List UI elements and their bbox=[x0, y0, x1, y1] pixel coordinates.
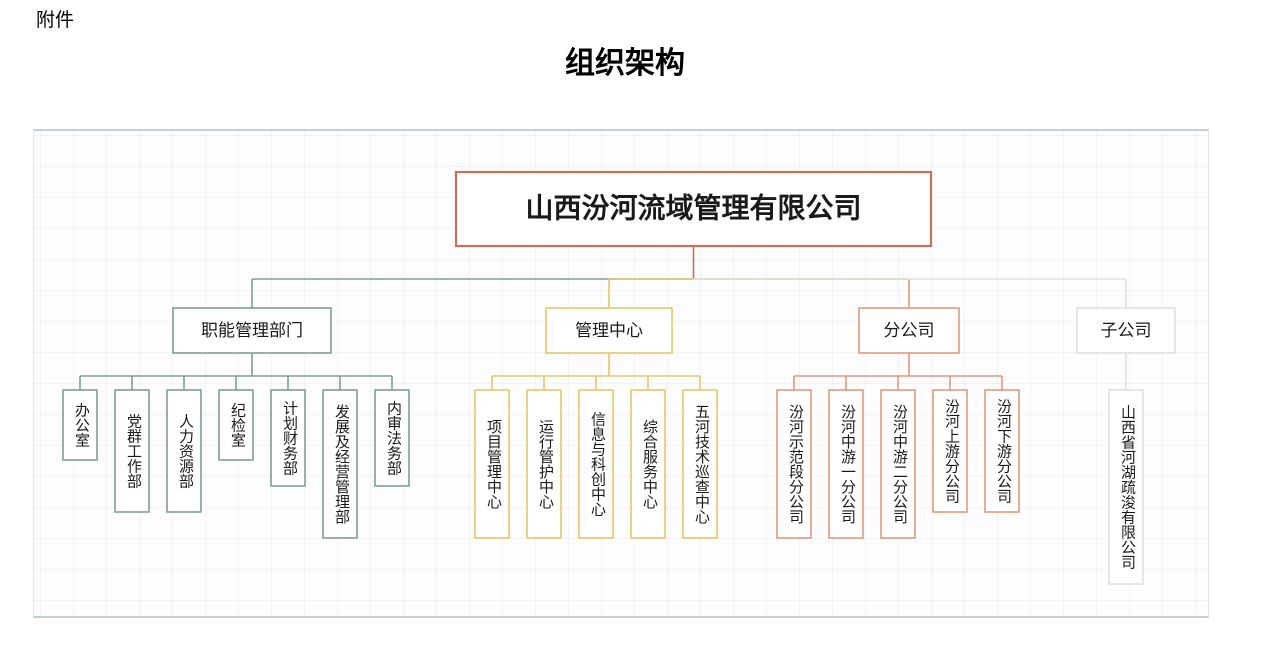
node-party-work-label: 党群工作部 bbox=[125, 414, 142, 489]
node-root[interactable] bbox=[454, 170, 933, 248]
node-downstream-label: 汾河下游分公司 bbox=[995, 399, 1012, 504]
node-management-center-label: 管理中心 bbox=[575, 321, 643, 340]
attachment-label: 附件 bbox=[36, 10, 75, 31]
node-hr-label: 人力资源部 bbox=[177, 414, 194, 489]
node-finance-label: 计划财务部 bbox=[281, 401, 298, 476]
node-root-label: 山西汾河流域管理有限公司 bbox=[525, 191, 861, 223]
node-dredging[interactable] bbox=[1108, 389, 1144, 585]
node-five-river[interactable] bbox=[682, 389, 718, 539]
node-mid-one[interactable] bbox=[828, 389, 864, 539]
node-project-mgmt[interactable] bbox=[474, 389, 510, 539]
page-title: 组织架构 bbox=[565, 47, 685, 80]
node-branch-company[interactable] bbox=[858, 307, 960, 354]
node-mid-two-label: 汾河中游二分公司 bbox=[891, 404, 908, 524]
node-dredging-label: 山西省河湖疏浚有限公司 bbox=[1119, 405, 1136, 570]
node-five-river-label: 五河技术巡查中心 bbox=[693, 404, 710, 524]
node-mid-two[interactable] bbox=[880, 389, 916, 539]
node-hr[interactable] bbox=[166, 389, 202, 513]
node-general-service-label: 综合服务中心 bbox=[641, 419, 658, 509]
node-demo-section-label: 汾河示范段分公司 bbox=[787, 404, 804, 524]
node-subsidiary-label: 子公司 bbox=[1101, 321, 1152, 340]
node-office-label: 办公室 bbox=[73, 403, 90, 448]
connector-layer bbox=[79, 246, 1127, 390]
node-downstream[interactable] bbox=[984, 389, 1020, 513]
node-discipline-label: 纪检室 bbox=[229, 403, 246, 448]
node-project-mgmt-label: 项目管理中心 bbox=[485, 419, 502, 509]
node-general-service[interactable] bbox=[630, 389, 666, 539]
node-upstream-label: 汾河上游分公司 bbox=[943, 399, 960, 504]
node-development-label: 发展及经营管理部 bbox=[333, 404, 350, 524]
node-operation[interactable] bbox=[526, 389, 562, 539]
node-party-work[interactable] bbox=[114, 389, 150, 513]
node-functional-label: 职能管理部门 bbox=[201, 321, 303, 340]
node-subsidiary[interactable] bbox=[1076, 307, 1176, 354]
node-discipline[interactable] bbox=[218, 389, 254, 461]
node-office[interactable] bbox=[62, 389, 98, 461]
node-demo-section[interactable] bbox=[776, 389, 812, 539]
node-functional[interactable] bbox=[172, 307, 332, 354]
node-management-center[interactable] bbox=[545, 307, 673, 354]
node-upstream[interactable] bbox=[932, 389, 968, 513]
node-info-innovation[interactable] bbox=[578, 389, 614, 539]
node-branch-company-label: 分公司 bbox=[884, 321, 935, 340]
node-info-innovation-label: 信息与科创中心 bbox=[589, 412, 606, 517]
node-audit-legal[interactable] bbox=[374, 389, 410, 487]
org-chart-frame: 山西汾河流域管理有限公司职能管理部门 管理中心 分公司 子公司办公室 党群工作部 人力资源… bbox=[33, 129, 1209, 618]
node-finance[interactable] bbox=[270, 389, 306, 487]
node-mid-one-label: 汾河中游一分公司 bbox=[839, 404, 856, 524]
node-operation-label: 运行管护中心 bbox=[537, 419, 554, 509]
node-audit-legal-label: 内审法务部 bbox=[385, 401, 402, 476]
node-development[interactable] bbox=[322, 389, 358, 539]
